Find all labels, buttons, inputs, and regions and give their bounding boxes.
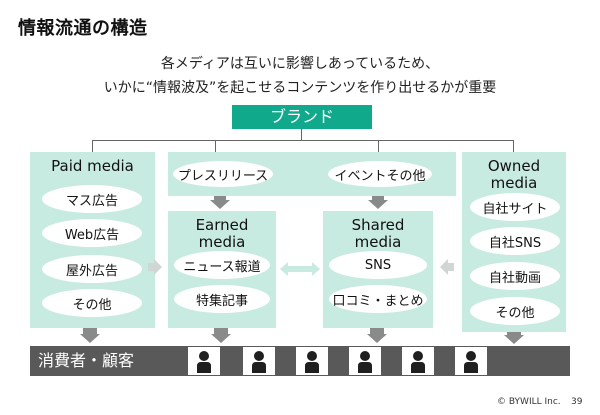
shared-media-heading-2: media: [354, 233, 402, 251]
earned-item-news: ニュース報道: [174, 251, 270, 279]
subtitle-line-1: 各メディアは互いに影響しあっているため、: [160, 56, 440, 72]
person-icon: [402, 347, 434, 375]
shared-item-wom: 口コミ・まとめ: [329, 285, 427, 313]
earned-shared-double-arrow-icon: [280, 262, 320, 276]
earned-down-arrow-icon: [211, 334, 231, 343]
owned-item-other: その他: [470, 297, 560, 325]
connector-event: [378, 140, 379, 152]
subtitle-line-2: いかに“情報波及”を起こせるコンテンツを作り出せるかが重要: [103, 80, 497, 96]
person-icon: [243, 347, 275, 375]
page-number: 39: [571, 397, 583, 407]
paid-item-outdoor-ad: 屋外広告: [42, 255, 142, 283]
shared-item-sns: SNS: [329, 251, 427, 279]
paid-to-earned-arrow-icon: [148, 259, 162, 275]
owned-item-website: 自社サイト: [470, 193, 560, 221]
event-arrow-stem: [372, 196, 384, 201]
connector-paid: [92, 140, 93, 152]
paid-item-mass-ad: マス広告: [42, 185, 142, 213]
connector-press: [215, 140, 216, 152]
person-icon: [349, 347, 381, 375]
brand-box: ブランド: [232, 105, 372, 129]
person-icon: [455, 347, 487, 375]
earned-media-heading-2: media: [198, 233, 246, 251]
owned-item-sns: 自社SNS: [470, 227, 560, 255]
event-other-oval: イベントその他: [328, 161, 432, 187]
owned-down-stem: [507, 332, 521, 336]
owned-down-arrow-icon: [504, 335, 524, 344]
owned-media-heading-2: media: [490, 174, 538, 192]
press-arrow-stem: [214, 196, 226, 201]
shared-down-stem: [370, 328, 384, 334]
shared-down-arrow-icon: [367, 334, 387, 343]
paid-down-stem: [83, 328, 97, 334]
connector-owned: [513, 140, 514, 152]
brand-connector-stem: [301, 129, 302, 140]
press-arrow-down-icon: [210, 200, 230, 209]
copyright-text: © BYWILL Inc.: [497, 397, 561, 407]
consumer-label: 消費者・顧客: [38, 351, 135, 370]
earned-media-heading-1: Earned: [195, 216, 249, 234]
owned-media-heading-1: Owned: [487, 157, 541, 175]
paid-media-heading: Paid media: [51, 157, 134, 175]
person-icon: [296, 347, 328, 375]
paid-item-other: その他: [42, 289, 142, 317]
brand-connector-horizontal: [92, 140, 514, 141]
paid-item-web-ad: Web広告: [42, 219, 142, 247]
owned-item-video: 自社動画: [470, 262, 560, 290]
event-arrow-down-icon: [368, 200, 388, 209]
owned-to-shared-arrow-icon: [440, 259, 454, 275]
earned-down-stem: [214, 328, 228, 334]
earned-item-feature: 特集記事: [174, 285, 270, 313]
person-icon: [188, 347, 220, 375]
shared-media-heading-1: Shared: [351, 216, 405, 234]
press-release-oval: プレスリリース: [173, 161, 273, 187]
paid-down-arrow-icon: [80, 334, 100, 343]
page-title: 情報流通の構造: [18, 18, 148, 39]
